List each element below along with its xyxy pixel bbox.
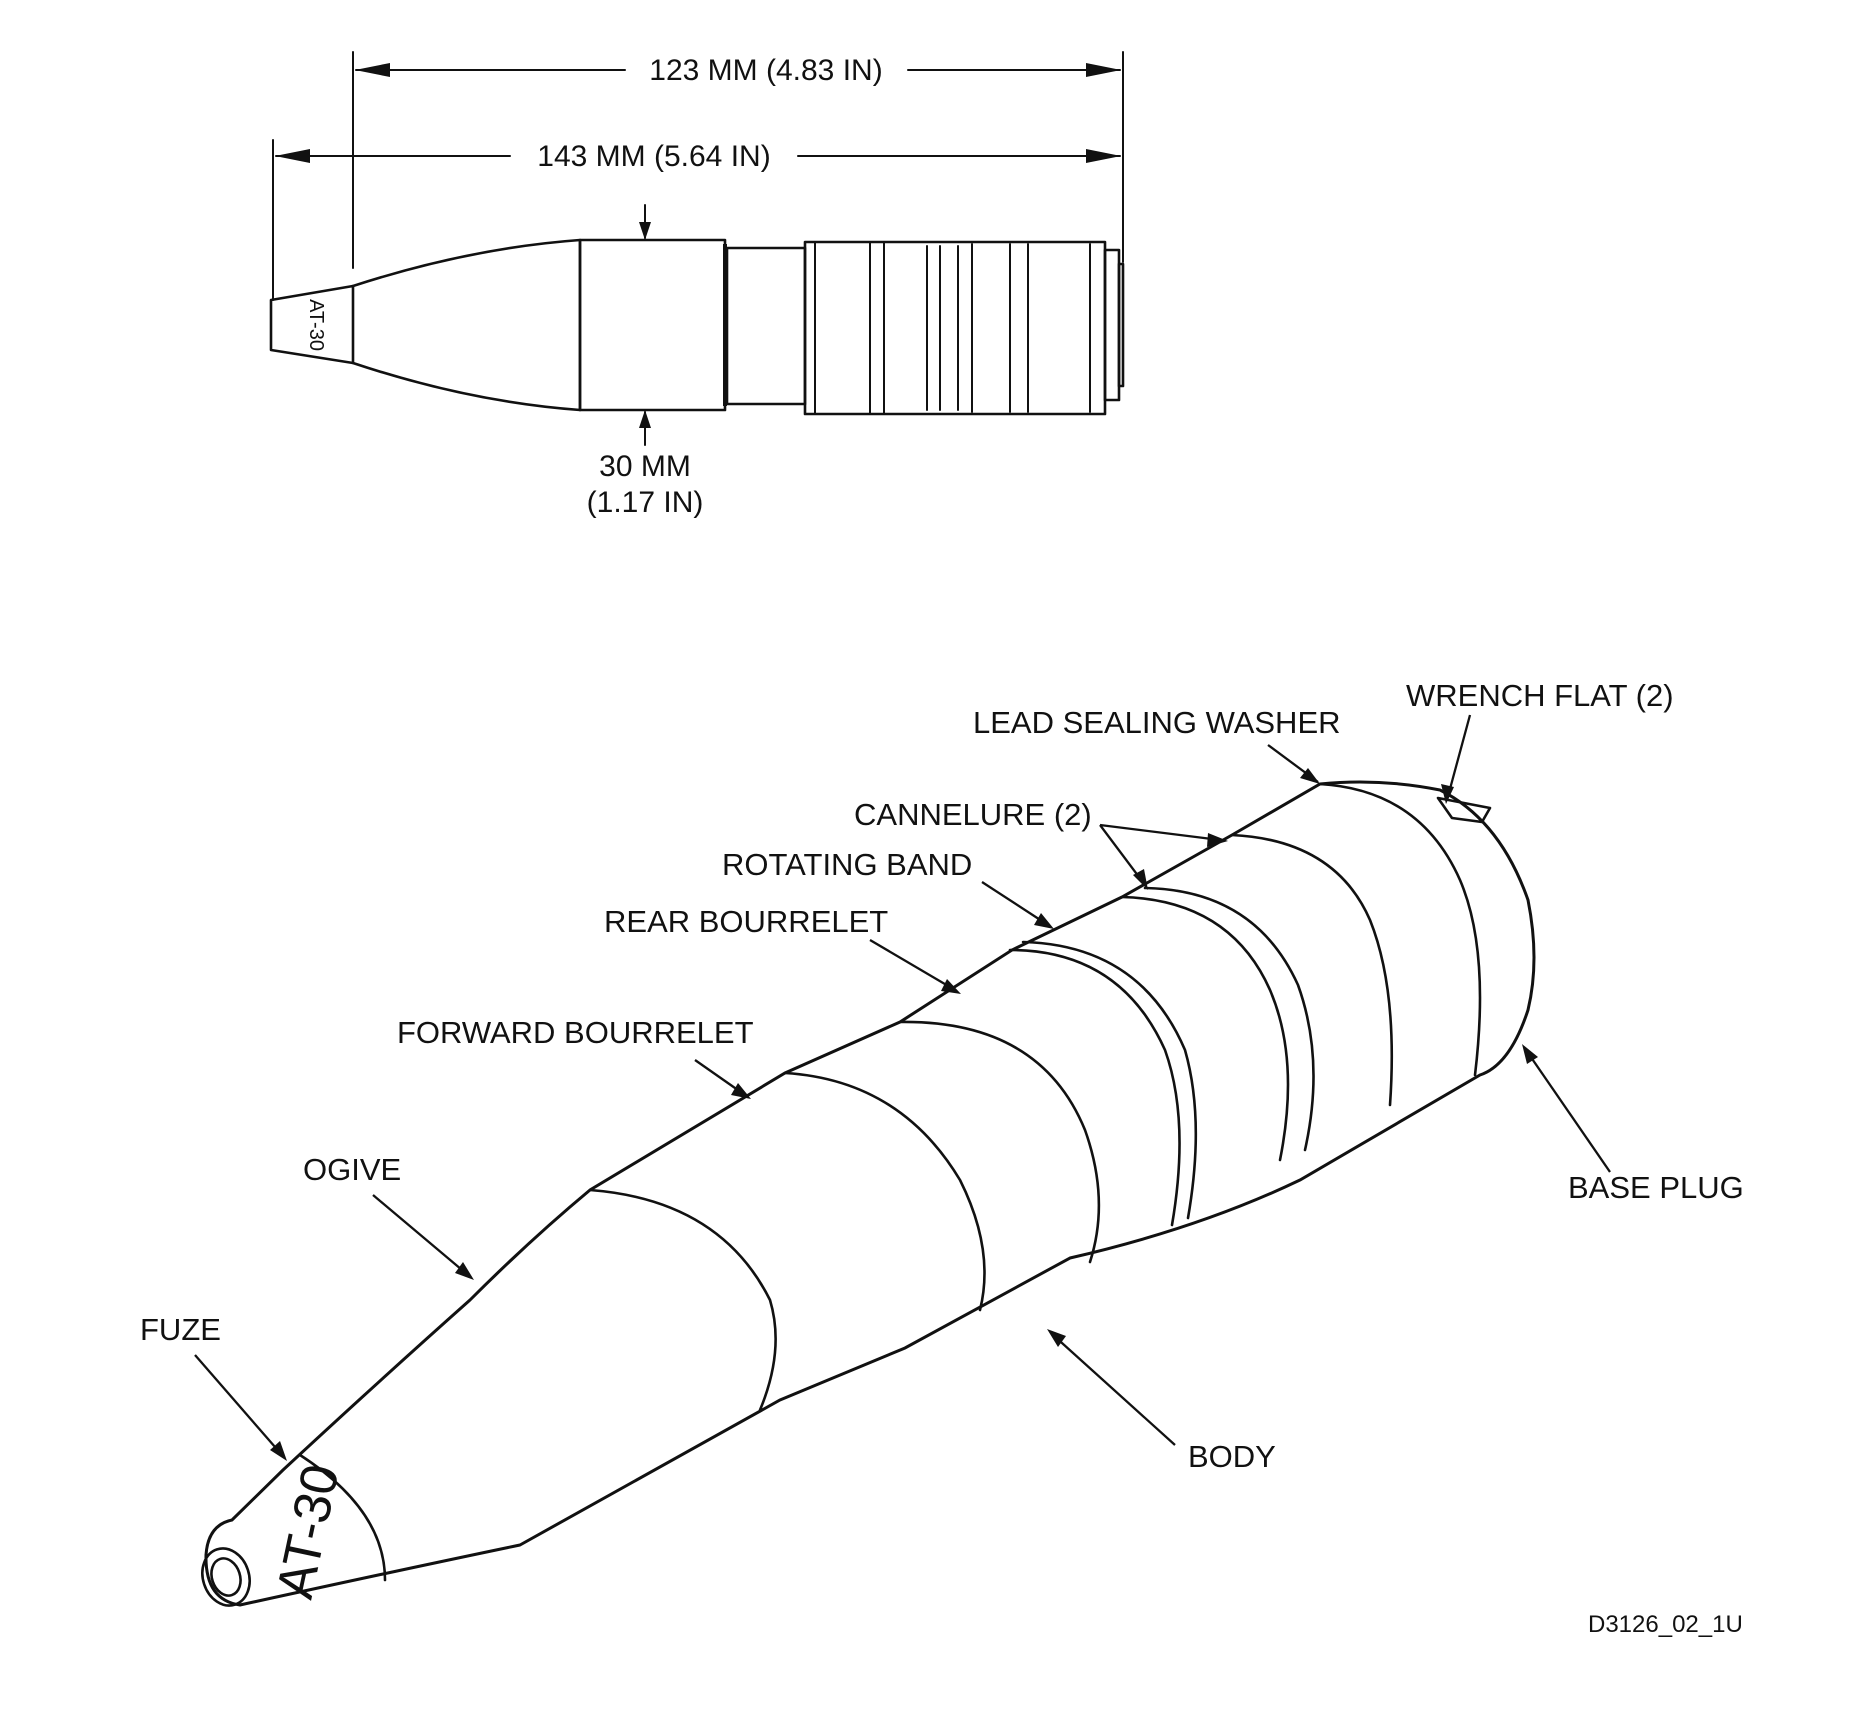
callout-labels: LEAD SEALING WASHER WRENCH FLAT (2) CANN… [140, 678, 1744, 1638]
label-base-plug: BASE PLUG [1568, 1170, 1744, 1205]
side-projectile: AT-30 [269, 238, 1125, 416]
label-lead-sealing-washer: LEAD SEALING WASHER [973, 705, 1341, 740]
dimension-30: 30 MM (1.17 IN) [587, 204, 704, 519]
iso-wrench-flat [1436, 796, 1492, 824]
label-rotating-band: ROTATING BAND [722, 847, 972, 882]
iso-rotating-band-edge [1021, 940, 1198, 1220]
iso-bourrelet-edge [783, 1071, 986, 1312]
iso-lead-washer-edge [1230, 833, 1394, 1107]
label-forward-bourrelet: FORWARD BOURRELET [397, 1015, 754, 1050]
label-ogive: OGIVE [303, 1152, 401, 1187]
side-view: 123 MM (4.83 IN) 143 MM (5.64 IN) [269, 51, 1125, 519]
iso-cannelure-2 [1143, 886, 1315, 1152]
dimension-123-label: 123 MM (4.83 IN) [649, 54, 882, 87]
dimension-30-mm: 30 MM [599, 450, 691, 483]
dimension-143: 143 MM (5.64 IN) [275, 140, 1121, 173]
dimension-123: 123 MM (4.83 IN) [355, 54, 1121, 87]
iso-rear-bourrelet-edge [1008, 948, 1181, 1227]
dimension-143-label: 143 MM (5.64 IN) [537, 140, 770, 173]
label-body: BODY [1188, 1439, 1276, 1474]
callout-leaders [194, 714, 1611, 1461]
iso-silhouette [204, 780, 1536, 1607]
isometric-view: AT-30 [201, 780, 1536, 1607]
label-fuze: FUZE [140, 1312, 221, 1347]
iso-body-edge [898, 1020, 1101, 1264]
iso-base-plug-edge [1318, 782, 1482, 1077]
label-cannelure: CANNELURE (2) [854, 797, 1092, 832]
dimension-30-in: (1.17 IN) [587, 486, 704, 519]
side-nose-marking: AT-30 [305, 299, 327, 351]
iso-ogive-edge [588, 1188, 777, 1412]
iso-cannelure-1 [1120, 895, 1290, 1162]
figure-id: D3126_02_1U [1588, 1611, 1743, 1638]
label-rear-bourrelet: REAR BOURRELET [604, 904, 888, 939]
label-wrench-flat: WRENCH FLAT (2) [1406, 678, 1674, 713]
